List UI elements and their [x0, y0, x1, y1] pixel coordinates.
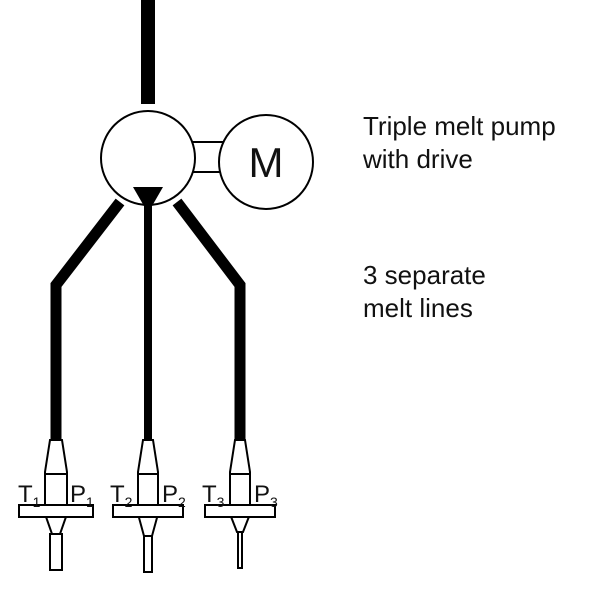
melt-lines-caption: 3 separate melt lines [363, 259, 486, 325]
melt-line-1 [50, 198, 125, 445]
pump-caption-line-1: Triple melt pump [363, 111, 556, 141]
sensor-bar [18, 504, 94, 518]
pressure-sensor-label-2: P2 [162, 481, 186, 510]
pump-outlet-arrow [133, 187, 163, 213]
motor-label: M [249, 139, 284, 186]
melt-lines-caption-line-2: melt lines [363, 293, 473, 323]
pump-caption-line-2: with drive [363, 144, 473, 174]
sensor-bar [204, 504, 276, 518]
pressure-sensor-label-3: P3 [254, 481, 278, 510]
outlet-stem [143, 535, 153, 573]
outlet-stem [49, 533, 63, 571]
pump-caption: Triple melt pump with drive [363, 110, 556, 176]
melt-line-3 [172, 198, 246, 440]
outlet-assembly-2: T2 P2 [110, 439, 186, 573]
sensor-bar [112, 504, 184, 518]
temp-sensor-label-2: T2 [110, 481, 133, 510]
melt-lines-caption-line-1: 3 separate [363, 260, 486, 290]
outlet-assembly-1: T1 P1 [18, 439, 94, 571]
pressure-sensor-label-1: P1 [70, 481, 94, 510]
outlet-nozzle [44, 439, 68, 535]
outlet-nozzle [137, 439, 159, 537]
motor-body [218, 114, 314, 210]
temp-sensor-label-1: T1 [18, 481, 41, 510]
outlet-assembly-3: T3 P3 [202, 439, 278, 569]
outlet-nozzle [229, 439, 251, 533]
temp-sensor-label-3: T3 [202, 481, 225, 510]
outlet-stem [237, 531, 243, 569]
